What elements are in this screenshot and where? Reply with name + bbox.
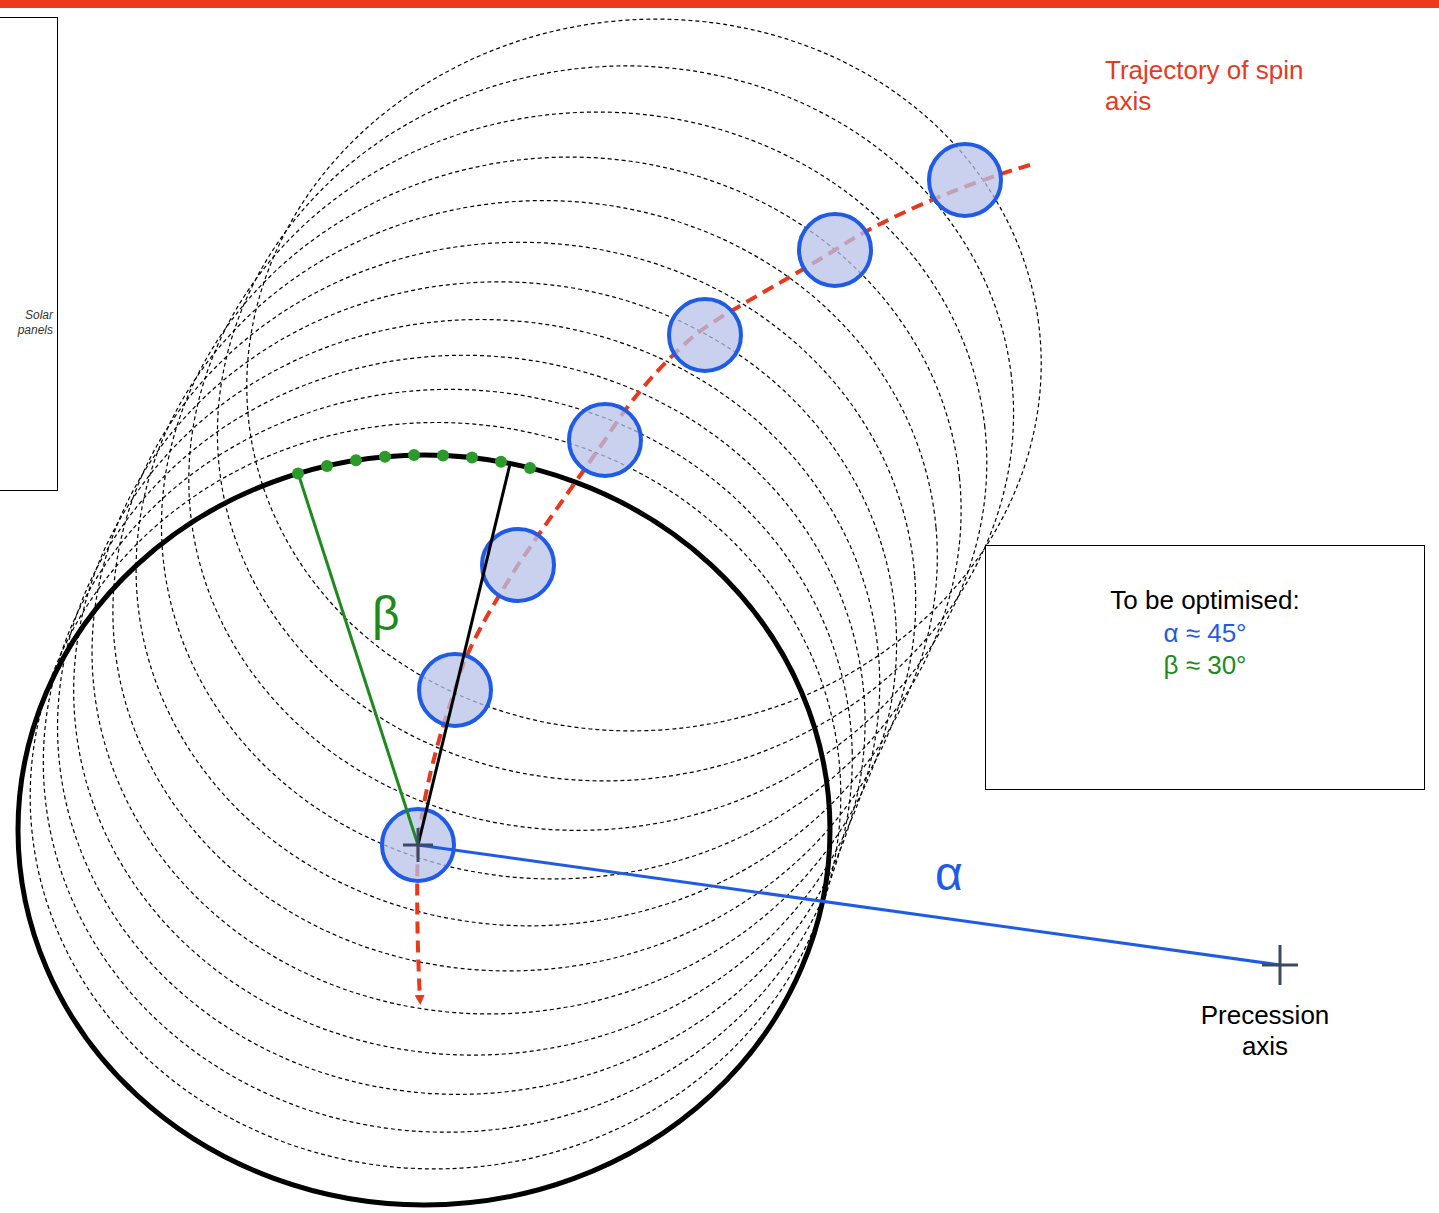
dashed-circle bbox=[69, 257, 919, 1038]
annotation-label: Precession axis bbox=[1190, 1000, 1340, 1062]
beta-line bbox=[298, 473, 418, 845]
green-dot bbox=[524, 462, 536, 474]
note-text: To be optimised: bbox=[996, 584, 1414, 617]
green-dot bbox=[437, 449, 449, 461]
green-dot bbox=[408, 449, 420, 461]
annotation-label: Trajectory of spin axis bbox=[1105, 55, 1325, 117]
note-text: α ≈ 45° bbox=[996, 617, 1414, 650]
axis-crosses bbox=[403, 828, 1298, 985]
note-box: To be optimised:α ≈ 45°β ≈ 30° bbox=[985, 545, 1425, 790]
annotation-label: α bbox=[935, 845, 963, 903]
radius-line bbox=[418, 464, 510, 845]
dashed-circle bbox=[86, 213, 942, 1000]
header-bar bbox=[0, 0, 1439, 8]
dashed-circle bbox=[175, 19, 1056, 828]
green-dots bbox=[292, 449, 536, 479]
green-dot bbox=[350, 454, 362, 466]
spin-circle bbox=[18, 455, 830, 1205]
green-dot bbox=[379, 451, 391, 463]
green-dot bbox=[292, 468, 304, 480]
dashed-circle bbox=[200, 0, 1087, 782]
dashed-circle bbox=[25, 417, 845, 1174]
note-text: β ≈ 30° bbox=[996, 649, 1414, 682]
annotation-label: β bbox=[372, 585, 400, 643]
dashed-circle bbox=[127, 119, 996, 917]
spin-trajectory bbox=[417, 165, 1030, 1000]
alpha-line bbox=[418, 845, 1280, 965]
spin-positions bbox=[382, 144, 1001, 881]
panel-label: Solar panels bbox=[9, 308, 53, 338]
dashed-circle bbox=[150, 69, 1026, 873]
side-panel: Solar panels bbox=[0, 17, 58, 491]
dashed-circle bbox=[55, 300, 897, 1075]
green-dot bbox=[466, 452, 478, 464]
green-dot bbox=[321, 460, 333, 472]
dashed-circle bbox=[105, 167, 968, 960]
dashed-circles bbox=[25, 0, 1087, 1174]
green-dot bbox=[495, 456, 507, 468]
